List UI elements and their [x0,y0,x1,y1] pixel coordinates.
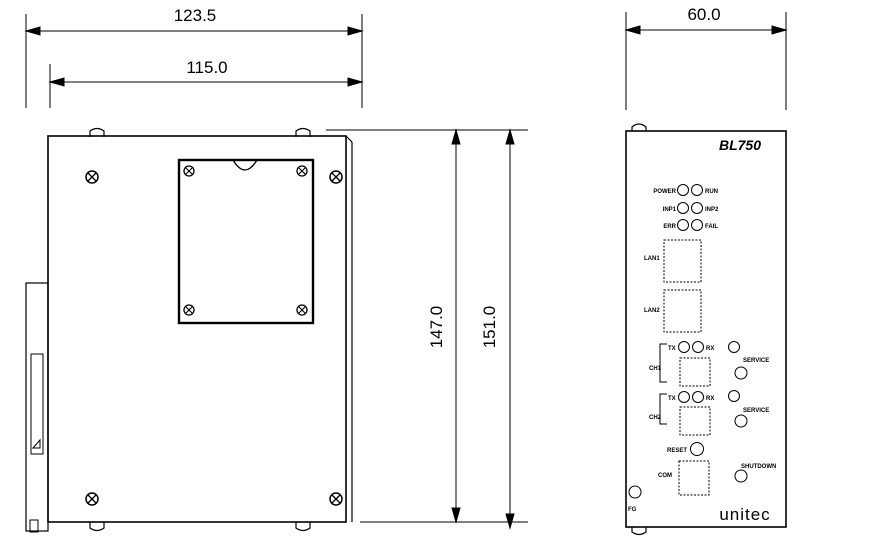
cover-screw-tl [183,165,195,177]
din-rail-latch [30,353,44,455]
front-bottom-clip [631,527,647,536]
dim-body-depth-label: 115.0 [186,58,227,77]
shutdown-label: SHUTDOWN [741,464,776,470]
bottom-left-clip [89,522,105,532]
ch2-service-button[interactable] [734,414,748,428]
screw-top-left [85,170,99,184]
inp1-label: INP1 [663,207,677,213]
ch2-rx-label: RX [706,396,714,402]
ch1-service-led [728,341,740,353]
fg-terminal [628,485,642,499]
din-latch-tab [31,438,41,449]
cover-screw-br [296,304,308,316]
ch1-service-label: SERVICE [743,358,769,364]
lan2-label: LAN2 [644,308,660,314]
lan2-port [663,289,702,333]
ch1-port [679,357,711,387]
dim-overall-depth [24,14,364,108]
cover-screw-bl [183,304,195,316]
dim-height-lines [326,128,528,530]
front-top-clip [631,123,647,131]
shutdown-button[interactable] [734,469,748,483]
screw-bottom-right [329,492,343,506]
screw-top-right [329,170,343,184]
ch2-tx-label: TX [668,396,676,402]
side-view [25,127,353,533]
bottom-right-clip [295,522,311,532]
com-port [678,460,710,496]
top-left-clip [89,127,105,137]
ch1-rx-label: RX [706,346,714,352]
front-view [625,123,787,536]
ch2-port [679,406,711,436]
top-right-clip [295,127,311,137]
cover-plate [177,158,315,325]
power-label: POWER [653,189,676,195]
com-label: COM [658,473,672,479]
side-body-edge-top [345,135,353,143]
reset-label: RESET [667,448,687,454]
ch2-service-label: SERVICE [743,408,769,414]
din-rail [25,282,49,532]
ch1-service-button[interactable] [734,366,748,380]
ch2-label: CH2 [649,415,662,421]
ch1-bracket [659,343,667,383]
lan1-label: LAN1 [644,256,660,262]
dim-body-depth [48,64,364,108]
dim-inner-height-label: 147.0 [427,306,446,349]
ch2-bracket [659,393,667,425]
brand-label: unitec [719,505,770,524]
inp2-label: INP2 [705,207,719,213]
model-label: BL750 [719,137,761,153]
dim-overall-depth-label: 123.5 [174,6,217,25]
fail-label: FAIL [705,224,718,230]
din-rail-foot [29,519,39,533]
lan1-port [663,239,702,283]
dim-overall-height-label: 151.0 [480,306,499,349]
ch2-service-led [728,390,740,402]
status-leds [677,184,703,231]
err-label: ERR [663,224,676,230]
side-body [47,135,347,523]
run-label: RUN [705,189,718,195]
dim-width-label: 60.0 [687,5,720,24]
ch2-tx-led [678,391,690,403]
ch2-rx-led [692,391,704,403]
ch1-tx-label: TX [668,346,676,352]
fg-label: FG [628,507,637,513]
cover-screw-tr [296,165,308,177]
ch1-label: CH1 [649,366,662,372]
reset-button[interactable] [690,442,704,456]
screw-bottom-left [85,492,99,506]
front-panel [625,130,787,528]
ch1-rx-led [692,341,704,353]
ch1-tx-led [678,341,690,353]
dim-width [624,12,788,110]
cover-plate-notch [232,159,258,171]
